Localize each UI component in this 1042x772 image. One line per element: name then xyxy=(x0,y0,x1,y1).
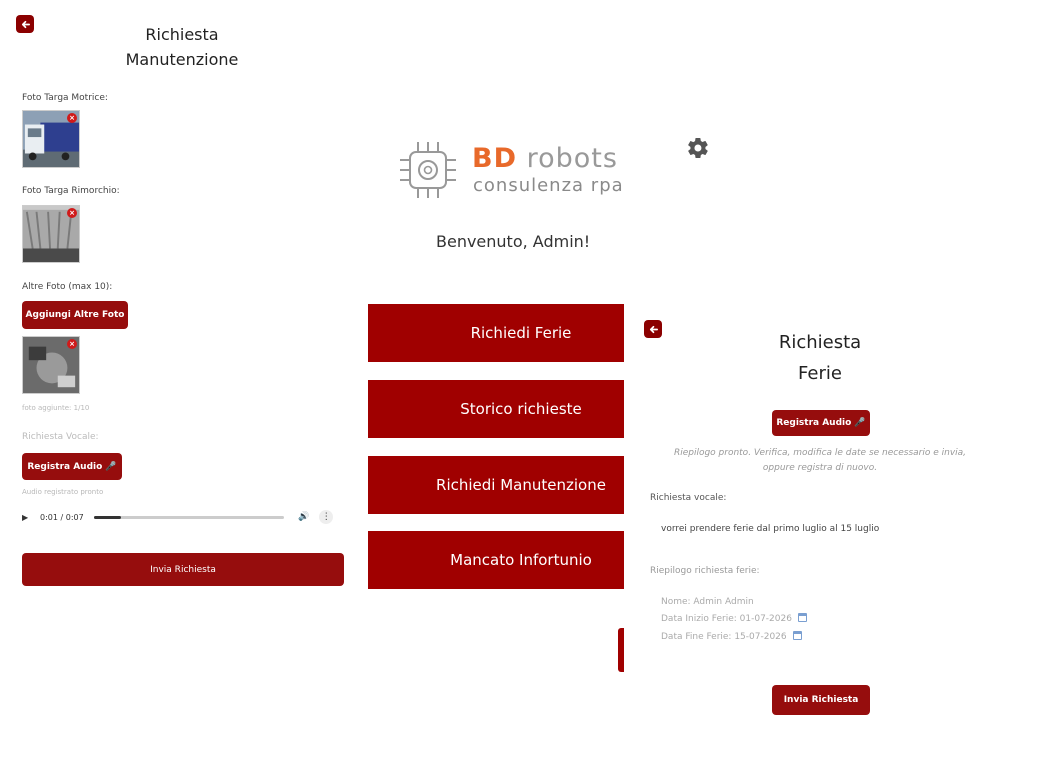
remove-photo-icon[interactable]: × xyxy=(67,208,77,218)
title-line-1: Richiesta xyxy=(778,332,862,353)
mancato-infortunio-button[interactable]: Mancato Infortunio xyxy=(368,531,624,589)
remove-photo-icon[interactable]: × xyxy=(67,113,77,123)
page-title: Richiesta Ferie xyxy=(720,327,920,389)
hidden-button-edge xyxy=(618,628,624,672)
calendar-icon[interactable] xyxy=(792,631,802,640)
menu-label: Mancato Infortunio xyxy=(450,551,592,569)
altra-foto-thumbnail[interactable]: × xyxy=(22,336,80,394)
foto-motrice-thumbnail[interactable]: × xyxy=(22,110,80,168)
back-arrow-icon[interactable] xyxy=(16,15,34,33)
back-arrow-icon[interactable] xyxy=(644,320,662,338)
richiesta-vocale-label: Richiesta vocale: xyxy=(650,493,727,503)
chip-gear-logo-icon xyxy=(400,142,456,198)
storico-richieste-button[interactable]: Storico richieste xyxy=(368,380,624,438)
foto-rimorchio-thumbnail[interactable]: × xyxy=(22,205,80,263)
engine-photo-icon xyxy=(23,337,79,393)
invia-richiesta-button[interactable]: Invia Richiesta xyxy=(22,553,344,586)
menu-label: Richiedi Manutenzione xyxy=(436,476,606,494)
title-line-2: Ferie xyxy=(798,363,842,384)
logo-robots: robots xyxy=(517,143,618,174)
riepilogo-hint: Riepilogo pronto. Verifica, modifica le … xyxy=(650,446,990,476)
menu-label: Storico richieste xyxy=(460,400,582,418)
menu-label: Richiedi Ferie xyxy=(470,324,572,342)
title-line-2: Manutenzione xyxy=(125,50,239,69)
home-screen xyxy=(362,0,732,300)
data-inizio-field[interactable]: Data Inizio Ferie: 01-07-2026 xyxy=(661,613,807,624)
logo-bd: BD xyxy=(472,143,517,174)
invia-richiesta-button[interactable]: Invia Richiesta xyxy=(772,685,870,715)
hint-line-2: oppure registra di nuovo. xyxy=(762,463,878,473)
welcome-message: Benvenuto, Admin! xyxy=(436,232,591,251)
logo-subtitle: consulenza rpa xyxy=(473,175,624,196)
remove-photo-icon[interactable]: × xyxy=(67,339,77,349)
audio-player: ▶ 0:01 / 0:07 🔊 ⋮ xyxy=(22,505,342,529)
richiesta-vocale-label: Richiesta Vocale: xyxy=(22,432,99,442)
registra-audio-button[interactable]: Registra Audio 🎤 xyxy=(772,410,870,436)
foto-rimorchio-label: Foto Targa Rimorchio: xyxy=(22,186,120,196)
data-inizio-value: Data Inizio Ferie: 01-07-2026 xyxy=(661,614,792,624)
richiedi-ferie-button[interactable]: Richiedi Ferie xyxy=(368,304,624,362)
truck-photo-icon xyxy=(23,111,79,167)
logo-wordmark: BD robots xyxy=(472,143,618,174)
title-line-1: Richiesta xyxy=(145,25,219,44)
richiedi-manutenzione-button[interactable]: Richiedi Manutenzione xyxy=(368,456,624,514)
settings-gear-icon[interactable] xyxy=(686,136,710,160)
richiesta-vocale-text: vorrei prendere ferie dal primo luglio a… xyxy=(661,524,880,534)
foto-aggiunte-count: foto aggiunte: 1/10 xyxy=(22,404,90,412)
nome-field: Nome: Admin Admin xyxy=(661,597,754,607)
data-fine-field[interactable]: Data Fine Ferie: 15-07-2026 xyxy=(661,631,802,642)
manutenzione-screen: Richiesta Manutenzione Foto Targa Motric… xyxy=(0,0,362,772)
calendar-icon[interactable] xyxy=(797,613,807,622)
riepilogo-label: Riepilogo richiesta ferie: xyxy=(650,566,760,576)
audio-status-note: Audio registrato pronto xyxy=(22,488,104,496)
volume-icon[interactable]: 🔊 xyxy=(298,512,310,522)
data-fine-value: Data Fine Ferie: 15-07-2026 xyxy=(661,632,787,642)
hint-line-1: Riepilogo pronto. Verifica, modifica le … xyxy=(673,448,967,458)
play-icon[interactable]: ▶ xyxy=(22,512,29,522)
foto-motrice-label: Foto Targa Motrice: xyxy=(22,93,108,103)
registra-audio-button[interactable]: Registra Audio 🎤 xyxy=(22,453,122,480)
page-title: Richiesta Manutenzione xyxy=(22,22,342,72)
audio-seek-slider[interactable] xyxy=(94,515,284,519)
altre-foto-label: Altre Foto (max 10): xyxy=(22,282,113,292)
more-options-icon[interactable]: ⋮ xyxy=(319,510,334,524)
aggiungi-altre-foto-button[interactable]: Aggiungi Altre Foto xyxy=(22,301,128,329)
audio-progress-fill xyxy=(94,515,121,519)
audio-time: 0:01 / 0:07 xyxy=(40,512,84,522)
